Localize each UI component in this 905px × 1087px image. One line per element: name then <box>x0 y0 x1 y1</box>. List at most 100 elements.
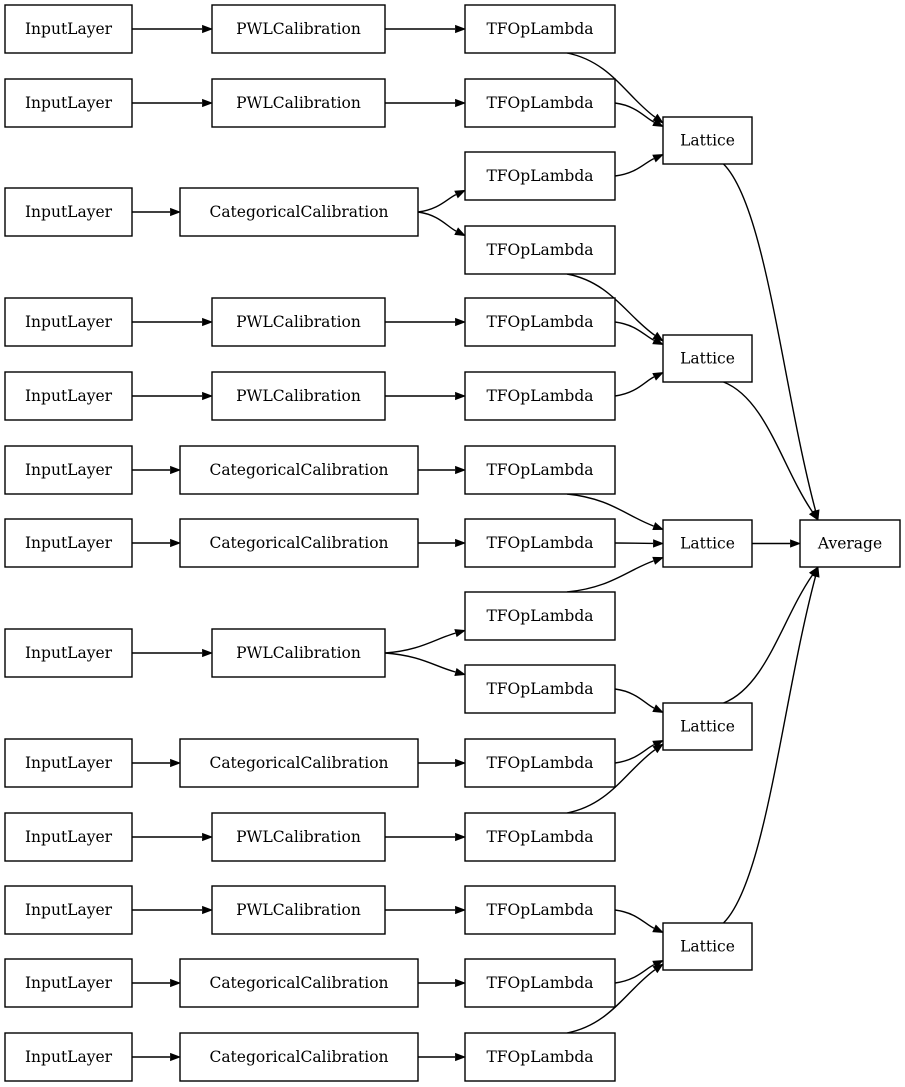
node-box[interactable] <box>662 519 753 568</box>
node-categoricalcalibration-cal12[interactable]: CategoricalCalibration <box>179 958 419 1008</box>
node-inputlayer-in5[interactable]: InputLayer <box>4 371 133 421</box>
node-tfoplambda-op13[interactable]: TFOpLambda <box>464 885 616 935</box>
node-box[interactable] <box>464 738 616 788</box>
node-box[interactable] <box>211 885 386 935</box>
node-box[interactable] <box>4 1032 133 1082</box>
edge-cal1-to-op1 <box>385 24 467 34</box>
node-tfoplambda-op12[interactable]: TFOpLambda <box>464 812 616 862</box>
node-tfoplambda-op2[interactable]: TFOpLambda <box>464 78 616 128</box>
node-pwlcalibration-cal5[interactable]: PWLCalibration <box>211 371 386 421</box>
node-lattice-lat4[interactable]: Lattice <box>662 702 753 751</box>
node-lattice-lat5[interactable]: Lattice <box>662 922 753 971</box>
node-inputlayer-in6[interactable]: InputLayer <box>4 445 133 495</box>
node-inputlayer-in7[interactable]: InputLayer <box>4 518 133 568</box>
node-tfoplambda-op11[interactable]: TFOpLambda <box>464 738 616 788</box>
node-box[interactable] <box>464 664 616 714</box>
node-box[interactable] <box>211 4 386 54</box>
node-pwlcalibration-cal11[interactable]: PWLCalibration <box>211 885 386 935</box>
node-box[interactable] <box>4 738 133 788</box>
node-box[interactable] <box>179 1032 419 1082</box>
node-tfoplambda-op10[interactable]: TFOpLambda <box>464 664 616 714</box>
node-tfoplambda-op3[interactable]: TFOpLambda <box>464 151 616 201</box>
node-box[interactable] <box>464 1032 616 1082</box>
node-label: Lattice <box>680 718 735 736</box>
edge-op8-to-lat3 <box>614 539 665 548</box>
node-box[interactable] <box>211 78 386 128</box>
edges-layer <box>132 24 820 1062</box>
node-box[interactable] <box>464 371 616 421</box>
node-box[interactable] <box>464 812 616 862</box>
node-label: InputLayer <box>25 20 113 38</box>
node-box[interactable] <box>4 812 133 862</box>
node-inputlayer-in10[interactable]: InputLayer <box>4 812 133 862</box>
node-box[interactable] <box>4 628 133 678</box>
node-box[interactable] <box>211 297 386 347</box>
node-lattice-lat3[interactable]: Lattice <box>662 519 753 568</box>
node-inputlayer-in3[interactable]: InputLayer <box>4 187 133 237</box>
node-tfoplambda-op1[interactable]: TFOpLambda <box>464 4 616 54</box>
node-box[interactable] <box>662 334 753 383</box>
node-pwlcalibration-cal1[interactable]: PWLCalibration <box>211 4 386 54</box>
node-box[interactable] <box>4 78 133 128</box>
node-box[interactable] <box>211 371 386 421</box>
node-tfoplambda-op15[interactable]: TFOpLambda <box>464 1032 616 1082</box>
node-inputlayer-in13[interactable]: InputLayer <box>4 1032 133 1082</box>
node-inputlayer-in4[interactable]: InputLayer <box>4 297 133 347</box>
node-box[interactable] <box>464 518 616 568</box>
node-box[interactable] <box>179 518 419 568</box>
node-box[interactable] <box>179 187 419 237</box>
node-tfoplambda-op14[interactable]: TFOpLambda <box>464 958 616 1008</box>
node-pwlcalibration-cal4[interactable]: PWLCalibration <box>211 297 386 347</box>
node-box[interactable] <box>4 445 133 495</box>
node-tfoplambda-op6[interactable]: TFOpLambda <box>464 371 616 421</box>
node-pwlcalibration-cal2[interactable]: PWLCalibration <box>211 78 386 128</box>
node-box[interactable] <box>662 922 753 971</box>
edge-in10-to-cal10 <box>132 832 214 842</box>
node-inputlayer-in8[interactable]: InputLayer <box>4 628 133 678</box>
node-box[interactable] <box>4 371 133 421</box>
node-box[interactable] <box>4 885 133 935</box>
node-categoricalcalibration-cal6[interactable]: CategoricalCalibration <box>179 445 419 495</box>
node-box[interactable] <box>4 187 133 237</box>
node-box[interactable] <box>4 958 133 1008</box>
node-pwlcalibration-cal10[interactable]: PWLCalibration <box>211 812 386 862</box>
node-box[interactable] <box>4 297 133 347</box>
node-box[interactable] <box>464 225 616 275</box>
node-box[interactable] <box>464 445 616 495</box>
node-inputlayer-in9[interactable]: InputLayer <box>4 738 133 788</box>
node-inputlayer-in11[interactable]: InputLayer <box>4 885 133 935</box>
node-box[interactable] <box>662 116 753 165</box>
node-box[interactable] <box>211 812 386 862</box>
node-box[interactable] <box>464 4 616 54</box>
node-box[interactable] <box>464 297 616 347</box>
node-tfoplambda-op8[interactable]: TFOpLambda <box>464 518 616 568</box>
node-categoricalcalibration-cal7[interactable]: CategoricalCalibration <box>179 518 419 568</box>
node-box[interactable] <box>211 628 386 678</box>
node-inputlayer-in1[interactable]: InputLayer <box>4 4 133 54</box>
node-inputlayer-in2[interactable]: InputLayer <box>4 78 133 128</box>
node-tfoplambda-op5[interactable]: TFOpLambda <box>464 297 616 347</box>
node-lattice-lat2[interactable]: Lattice <box>662 334 753 383</box>
node-tfoplambda-op9[interactable]: TFOpLambda <box>464 591 616 641</box>
node-box[interactable] <box>662 702 753 751</box>
node-box[interactable] <box>179 738 419 788</box>
node-box[interactable] <box>179 445 419 495</box>
node-box[interactable] <box>464 885 616 935</box>
node-box[interactable] <box>464 78 616 128</box>
node-average-avg[interactable]: Average <box>799 519 901 568</box>
node-inputlayer-in12[interactable]: InputLayer <box>4 958 133 1008</box>
node-categoricalcalibration-cal3[interactable]: CategoricalCalibration <box>179 187 419 237</box>
node-tfoplambda-op4[interactable]: TFOpLambda <box>464 225 616 275</box>
node-box[interactable] <box>4 518 133 568</box>
node-tfoplambda-op7[interactable]: TFOpLambda <box>464 445 616 495</box>
node-box[interactable] <box>464 958 616 1008</box>
node-box[interactable] <box>464 591 616 641</box>
node-categoricalcalibration-cal13[interactable]: CategoricalCalibration <box>179 1032 419 1082</box>
node-categoricalcalibration-cal9[interactable]: CategoricalCalibration <box>179 738 419 788</box>
node-pwlcalibration-cal8[interactable]: PWLCalibration <box>211 628 386 678</box>
node-box[interactable] <box>464 151 616 201</box>
node-box[interactable] <box>4 4 133 54</box>
node-box[interactable] <box>179 958 419 1008</box>
node-lattice-lat1[interactable]: Lattice <box>662 116 753 165</box>
node-box[interactable] <box>799 519 901 568</box>
